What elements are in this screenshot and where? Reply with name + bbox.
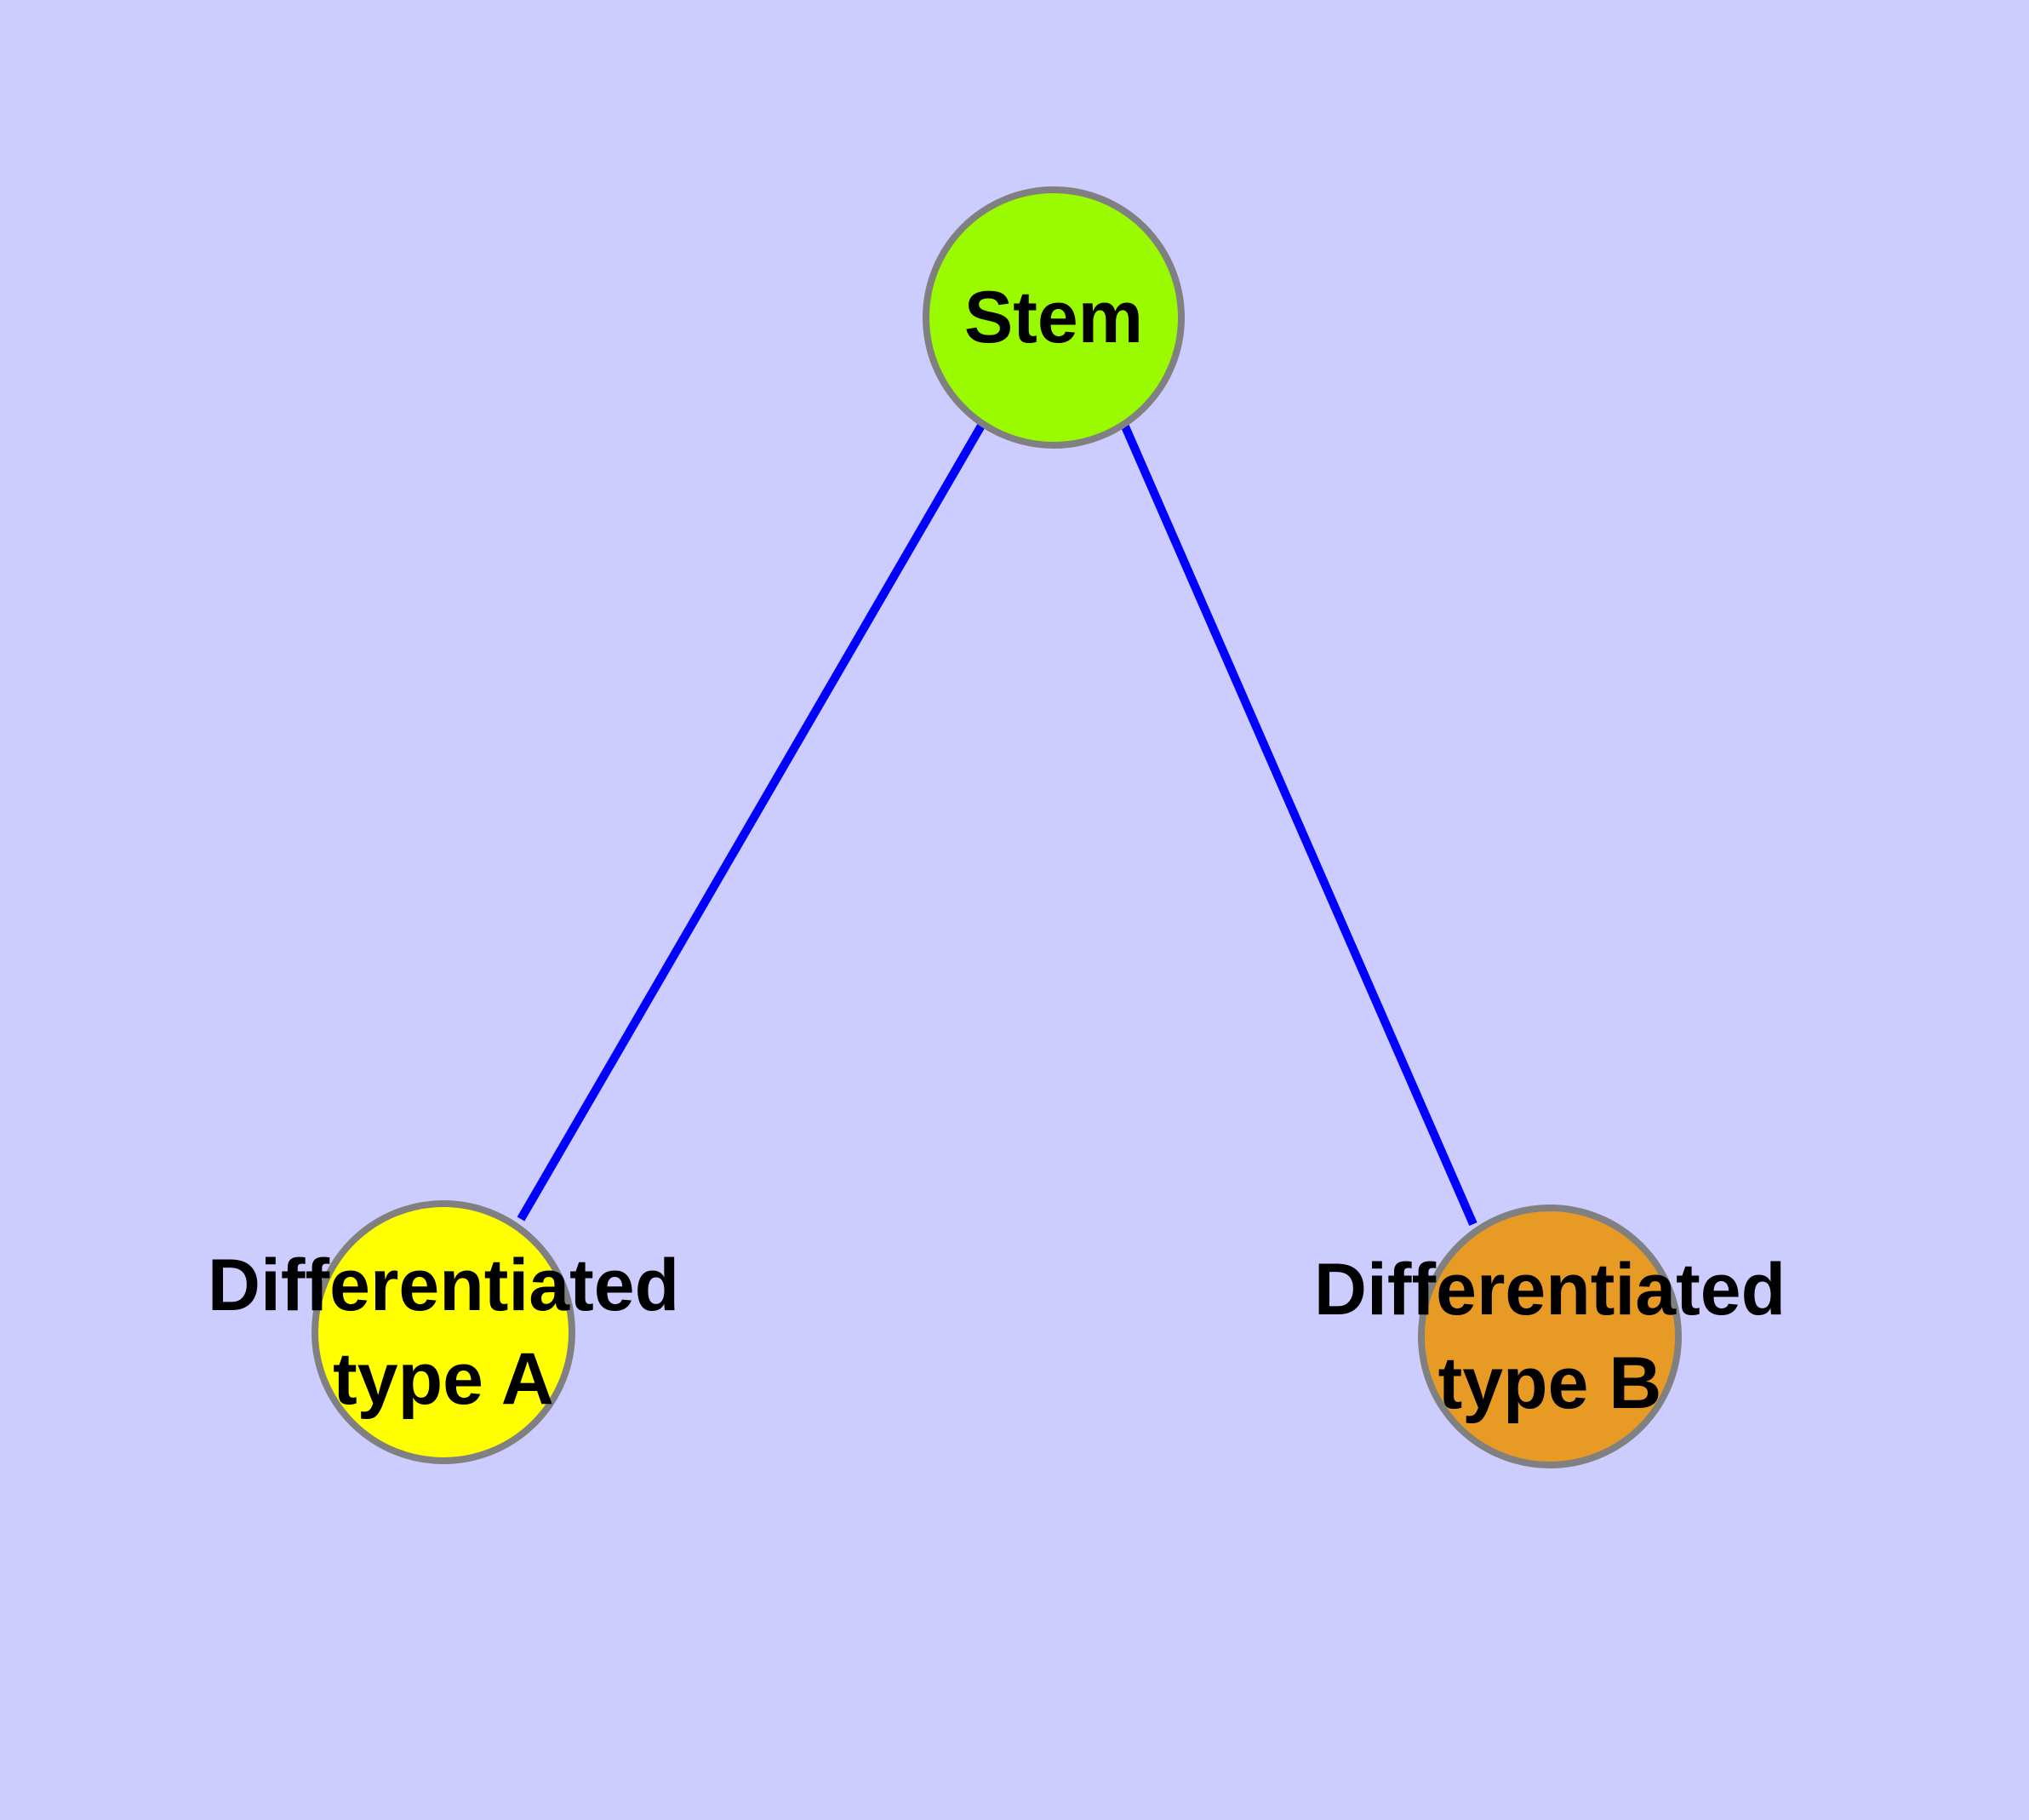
- node-label-line: Stem: [964, 277, 1143, 358]
- node-label-diff-b: Differentiated type B: [1314, 1249, 1786, 1424]
- edges-group: [517, 423, 1477, 1227]
- node-diff-b[interactable]: [1418, 1205, 1682, 1468]
- node-label-line: type A: [333, 1338, 554, 1420]
- node-label-line: type B: [1438, 1342, 1662, 1424]
- node-label-stem: Stem: [964, 277, 1143, 358]
- nodes-group: [311, 186, 1682, 1468]
- edge-stem-to-diff-a[interactable]: [517, 423, 986, 1222]
- edge-stem-to-diff-b[interactable]: [1121, 424, 1477, 1227]
- node-label-line: Differentiated: [208, 1245, 679, 1326]
- node-label-line: Differentiated: [1314, 1249, 1786, 1331]
- node-diff-a[interactable]: [311, 1200, 575, 1464]
- node-label-diff-a: Differentiated type A: [208, 1245, 679, 1420]
- node-stem[interactable]: [923, 186, 1185, 449]
